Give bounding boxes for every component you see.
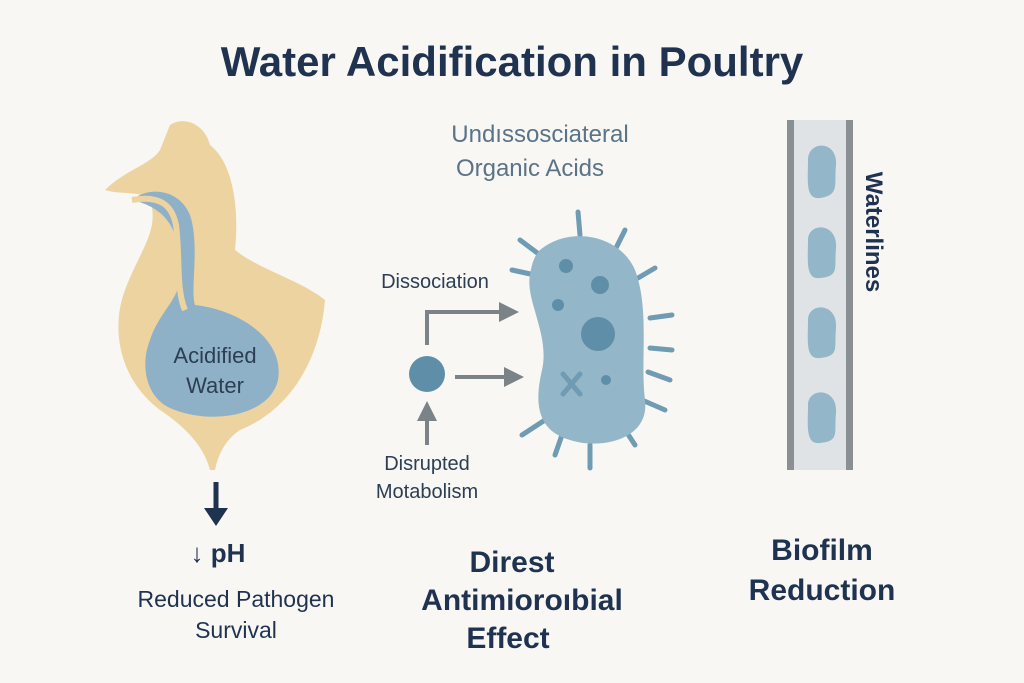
dissociation-arrow-icon — [425, 302, 519, 345]
chicken-caption-line1: Reduced Pathogen — [138, 586, 335, 612]
stomach-label-line1: Acidified — [173, 343, 256, 368]
bacterium-illustration — [509, 209, 675, 471]
ph-label: ↓ pH — [191, 538, 246, 568]
waterlines-label: Waterlines — [860, 172, 887, 292]
acids-caption-line1: Direst — [469, 546, 554, 579]
stomach-label-line2: Water — [186, 373, 244, 398]
disrupted-label-line1: Disrupted — [384, 453, 470, 475]
page-title: Water Acidification in Poultry — [221, 38, 804, 85]
waterlines-caption-line1: Biofilm — [771, 534, 873, 567]
down-arrow-icon — [204, 482, 228, 526]
waterline-pipe-illustration — [787, 120, 853, 470]
acidified-water-shape — [132, 191, 279, 417]
chicken-illustration — [105, 121, 325, 470]
disrupted-label-line2: Motabolism — [376, 481, 478, 503]
acids-caption-line2: Antimioroıbial — [421, 584, 623, 617]
acids-caption-line3: Effect — [466, 622, 549, 655]
chicken-caption-line2: Survival — [195, 617, 277, 643]
acids-heading-line1: Undıssosciateral — [451, 121, 628, 148]
acids-heading-line2: Organic Acids — [456, 155, 604, 182]
dissociation-label: Dissociation — [381, 271, 489, 293]
biofilm-cells — [807, 145, 837, 444]
waterlines-caption-line2: Reduction — [749, 574, 896, 607]
acid-molecule-icon — [409, 356, 445, 392]
